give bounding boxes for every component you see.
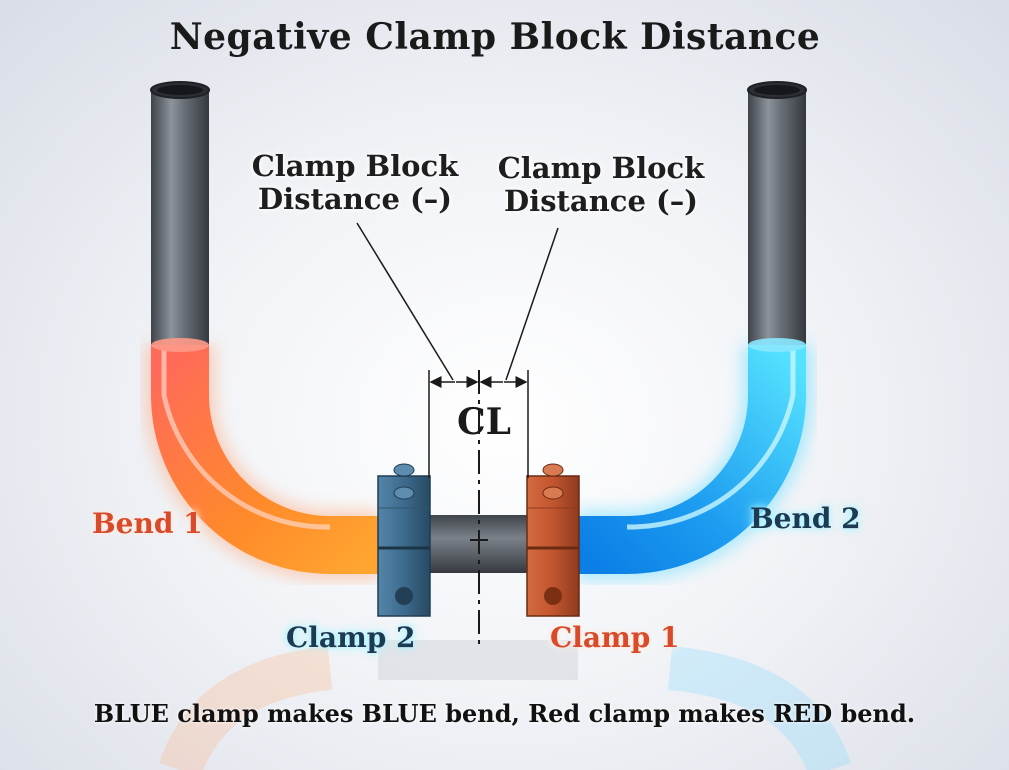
floor-reflection <box>159 640 851 770</box>
bend-1-label: Bend 1 <box>92 507 203 540</box>
label-line: Clamp Block <box>251 149 459 183</box>
clamp-1-block <box>526 463 580 617</box>
label-line: Distance (–) <box>504 184 698 218</box>
clamp-1-label: Clamp 1 <box>550 621 680 654</box>
clamp-2-block <box>377 463 431 617</box>
diagram-title: Negative Clamp Block Distance <box>169 16 821 58</box>
centerline <box>470 370 488 645</box>
clamp-block-distance-label-right: Clamp Block Distance (–) <box>486 152 716 218</box>
bend-2-blue <box>575 338 806 574</box>
bend-1-red <box>151 338 382 574</box>
label-line: Distance (–) <box>258 182 452 216</box>
clamp-2-label: Clamp 2 <box>286 621 416 654</box>
left-tube-leg <box>150 81 210 348</box>
right-tube-leg <box>747 81 807 348</box>
clamp-block-dimension <box>356 222 559 478</box>
caption: BLUE clamp makes BLUE bend, Red clamp ma… <box>93 699 916 728</box>
label-line: Clamp Block <box>497 151 705 185</box>
bend-2-label: Bend 2 <box>750 502 861 535</box>
centerline-label: CL <box>457 401 511 443</box>
clamp-block-distance-label-left: Clamp Block Distance (–) <box>240 150 470 216</box>
